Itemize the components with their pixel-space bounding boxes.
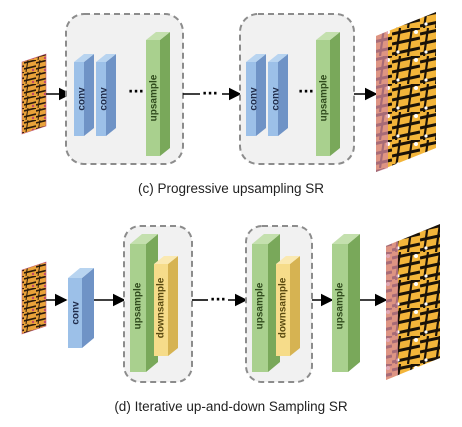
ellipsis: ··· — [298, 84, 314, 100]
upsample-block-d1: upsample — [130, 234, 158, 372]
conv-label: conv — [271, 87, 282, 111]
upsample-block-d3: upsample — [332, 234, 360, 372]
ellipsis: ··· — [202, 86, 218, 102]
upsample-label: upsample — [335, 282, 346, 329]
conv-block-c3: conv — [246, 54, 266, 136]
hr-image-c — [376, 12, 436, 172]
conv-label: conv — [99, 87, 110, 111]
upsample-label: upsample — [319, 74, 330, 121]
conv-block-d1: conv — [68, 268, 94, 348]
conv-label: conv — [77, 87, 88, 111]
lr-image-d — [21, 261, 47, 335]
caption-d: (d) Iterative up-and-down Sampling SR — [114, 399, 348, 414]
conv-block-c1: conv — [74, 54, 94, 136]
ellipsis: ··· — [128, 84, 144, 100]
upsample-block-c1: upsample — [146, 32, 170, 156]
downsample-block-d1: downsample — [154, 256, 178, 356]
ellipsis: ··· — [210, 292, 226, 308]
downsample-block-d2: downsample — [276, 256, 300, 356]
conv-label: conv — [249, 87, 260, 111]
upsample-block-c2: upsample — [316, 32, 340, 156]
hr-image-d — [386, 224, 440, 380]
downsample-label: downsample — [278, 277, 289, 338]
upsample-block-d2: upsample — [252, 234, 280, 372]
upsample-label: upsample — [149, 74, 160, 121]
conv-label: conv — [71, 301, 82, 325]
caption-c: (c) Progressive upsampling SR — [138, 181, 324, 196]
lr-image-c — [21, 53, 47, 135]
conv-block-c2: conv — [96, 54, 116, 136]
downsample-label: downsample — [156, 277, 167, 338]
conv-block-c4: conv — [268, 54, 288, 136]
upsample-label: upsample — [133, 282, 144, 329]
upsample-label: upsample — [255, 282, 266, 329]
